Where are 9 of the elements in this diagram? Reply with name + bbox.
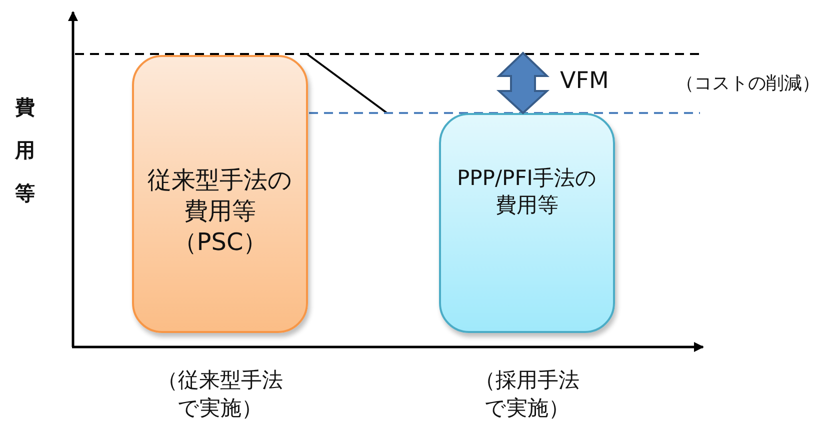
node-label: （従来型手法で実施） [156,367,284,422]
box-label: PPP/PFI手法の費用等 [456,165,598,220]
cost-box [132,55,308,333]
cost-box [439,113,615,333]
box-label: 従来型手法の費用等（PSC） [146,165,294,258]
vfm-label: VFM [560,68,609,94]
node-label: （採用手法で実施） [474,367,580,422]
axis-label: 費用等 [14,94,36,207]
note: （コストの削減） [676,72,820,95]
